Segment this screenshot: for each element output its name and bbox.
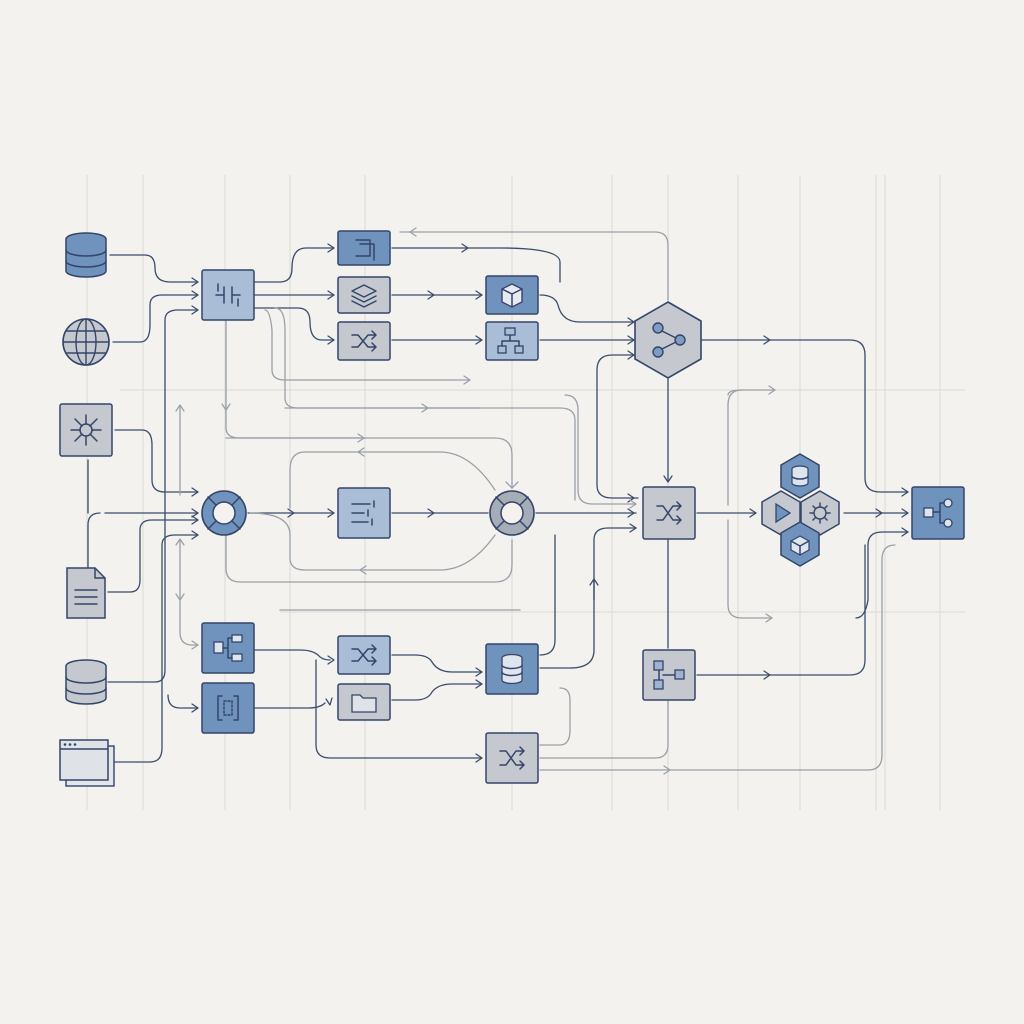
sliders-icon (201, 269, 255, 321)
shuffle-icon (485, 732, 539, 784)
filter-list-icon (337, 487, 391, 539)
edges (87, 231, 909, 771)
ring-icon (489, 490, 535, 536)
play-icon (761, 490, 801, 536)
stack-icon (337, 230, 391, 266)
globe-icon (62, 318, 110, 366)
network-hub-icon (59, 403, 113, 457)
database-icon (65, 232, 107, 278)
database-icon (780, 453, 820, 499)
arrowheads (175, 227, 909, 775)
cluster-icon (761, 453, 840, 567)
tree-icon (911, 486, 965, 540)
browser-window-icon (59, 739, 115, 787)
branch-icon (634, 301, 702, 379)
folder-icon (337, 683, 391, 721)
gear-icon (800, 490, 840, 536)
tree-icon (642, 649, 696, 701)
shuffle-icon (642, 486, 696, 540)
ring-icon (201, 490, 247, 536)
bracket-icon (201, 682, 255, 734)
document-icon (66, 567, 106, 619)
shuffle-icon (337, 635, 391, 675)
database-icon (485, 643, 539, 695)
box-icon (780, 521, 820, 567)
layers-icon (337, 276, 391, 314)
shuffle-icon (337, 321, 391, 361)
cube-icon (485, 275, 539, 315)
flowchart-icon (485, 321, 539, 361)
tree-icon (201, 622, 255, 674)
database-icon (65, 659, 107, 705)
